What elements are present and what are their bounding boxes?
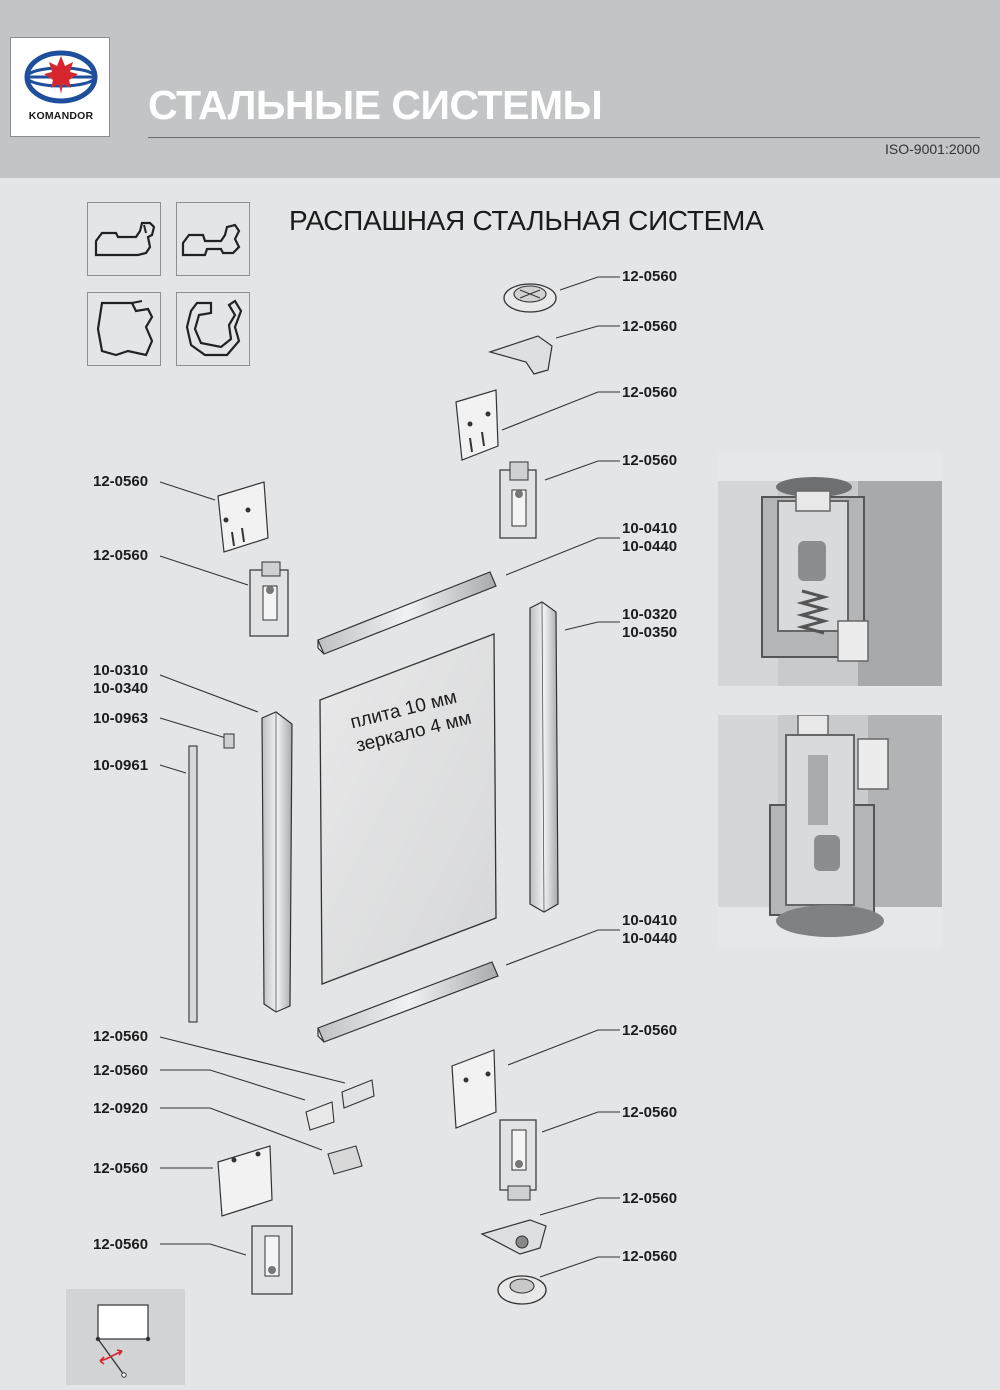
part-label: 10-0320 bbox=[622, 606, 678, 623]
part-label: 12-0560 bbox=[622, 318, 678, 335]
part-label: 12-0560 bbox=[93, 1062, 149, 1079]
part-label: 12-0560 bbox=[93, 473, 149, 490]
part-label: 12-0920 bbox=[93, 1100, 149, 1117]
part-label: 12-0560 bbox=[622, 1022, 678, 1039]
page-header: KOMANDOR СТАЛЬНЫЕ СИСТЕМЫ ISO-9001:2000 bbox=[0, 0, 1000, 178]
part-label: 10-0963 bbox=[93, 710, 149, 727]
profile-thumbnail-4 bbox=[176, 292, 250, 366]
profile-thumbnail-3 bbox=[87, 292, 161, 366]
profile-thumbnail-2 bbox=[176, 202, 250, 276]
profile-icon bbox=[94, 221, 156, 257]
page-title: СТАЛЬНЫЕ СИСТЕМЫ bbox=[148, 82, 603, 128]
profile-icon bbox=[185, 299, 243, 357]
part-label: 10-0310 bbox=[93, 662, 149, 679]
part-label: 12-0560 bbox=[622, 1190, 678, 1207]
part-label: 10-0350 bbox=[622, 624, 678, 641]
profile-icon bbox=[96, 300, 154, 357]
mechanism-photo-top bbox=[718, 451, 942, 686]
header-divider bbox=[148, 137, 980, 138]
part-label: 12-0560 bbox=[622, 268, 678, 285]
komandor-logo-icon bbox=[24, 50, 98, 104]
part-label: 12-0560 bbox=[93, 1028, 149, 1045]
part-label: 10-0340 bbox=[93, 680, 149, 697]
top-roller-cap bbox=[503, 283, 557, 313]
part-label: 10-0410 bbox=[622, 912, 678, 929]
part-label: 12-0560 bbox=[622, 1104, 678, 1121]
part-label: 12-0560 bbox=[622, 384, 678, 401]
part-label: 10-0440 bbox=[622, 930, 678, 947]
part-label: 12-0560 bbox=[622, 452, 678, 469]
section-title: РАСПАШНАЯ СТАЛЬНАЯ СИСТЕМА bbox=[289, 205, 764, 236]
profile-thumbnail-1 bbox=[87, 202, 161, 276]
brand-name: KOMANDOR bbox=[28, 110, 94, 122]
part-label: 12-0560 bbox=[93, 547, 149, 564]
profile-icon bbox=[181, 223, 241, 257]
part-label: 10-0410 bbox=[622, 520, 678, 537]
part-label: 10-0440 bbox=[622, 538, 678, 555]
swing-door-icon bbox=[95, 1304, 151, 1378]
part-label: 12-0560 bbox=[93, 1160, 149, 1177]
komandor-logo: KOMANDOR bbox=[10, 37, 110, 137]
mechanism-photo-bottom bbox=[718, 715, 942, 948]
iso-certification: ISO-9001:2000 bbox=[885, 141, 980, 157]
swing-door-diagram bbox=[66, 1289, 185, 1385]
part-label: 12-0560 bbox=[622, 1248, 678, 1265]
part-label: 12-0560 bbox=[93, 1236, 149, 1253]
part-label: 10-0961 bbox=[93, 757, 149, 774]
